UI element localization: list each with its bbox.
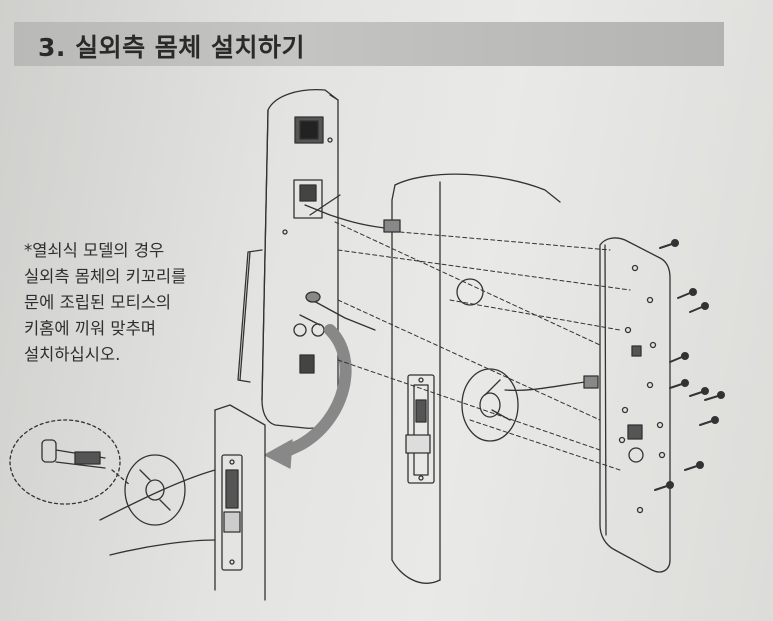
door-bore-hole (456, 278, 484, 306)
outdoor-lock-body (237, 89, 339, 429)
rotation-arrow (264, 324, 352, 469)
note-line-3: 문에 조립된 모티스의 (24, 293, 172, 312)
detail-inset (99, 404, 266, 601)
indoor-mounting-plate (599, 237, 671, 573)
key-tail-magnifier (9, 419, 131, 505)
mounting-screws (654, 239, 725, 491)
assembly-guide-lines (334, 221, 631, 471)
key-model-note: *열쇠식 모델의 경우 실외측 몸체의 키꼬리를 문에 조립된 모티스의 키홈에… (24, 238, 239, 368)
note-line-1: *열쇠식 모델의 경우 (24, 241, 165, 260)
mortise-plate (405, 374, 435, 484)
door-slab (391, 173, 561, 584)
note-line-5: 설치하십시오. (24, 345, 121, 364)
outdoor-cable (299, 194, 401, 331)
section-header-bar: 3. 실외측 몸체 설치하기 (14, 22, 724, 66)
section-title: 3. 실외측 몸체 설치하기 (38, 33, 306, 62)
note-line-4: 키홈에 끼워 맞추며 (24, 319, 156, 338)
note-line-2: 실외측 몸체의 키꼬리를 (24, 267, 187, 286)
spindle-plate (461, 368, 599, 442)
